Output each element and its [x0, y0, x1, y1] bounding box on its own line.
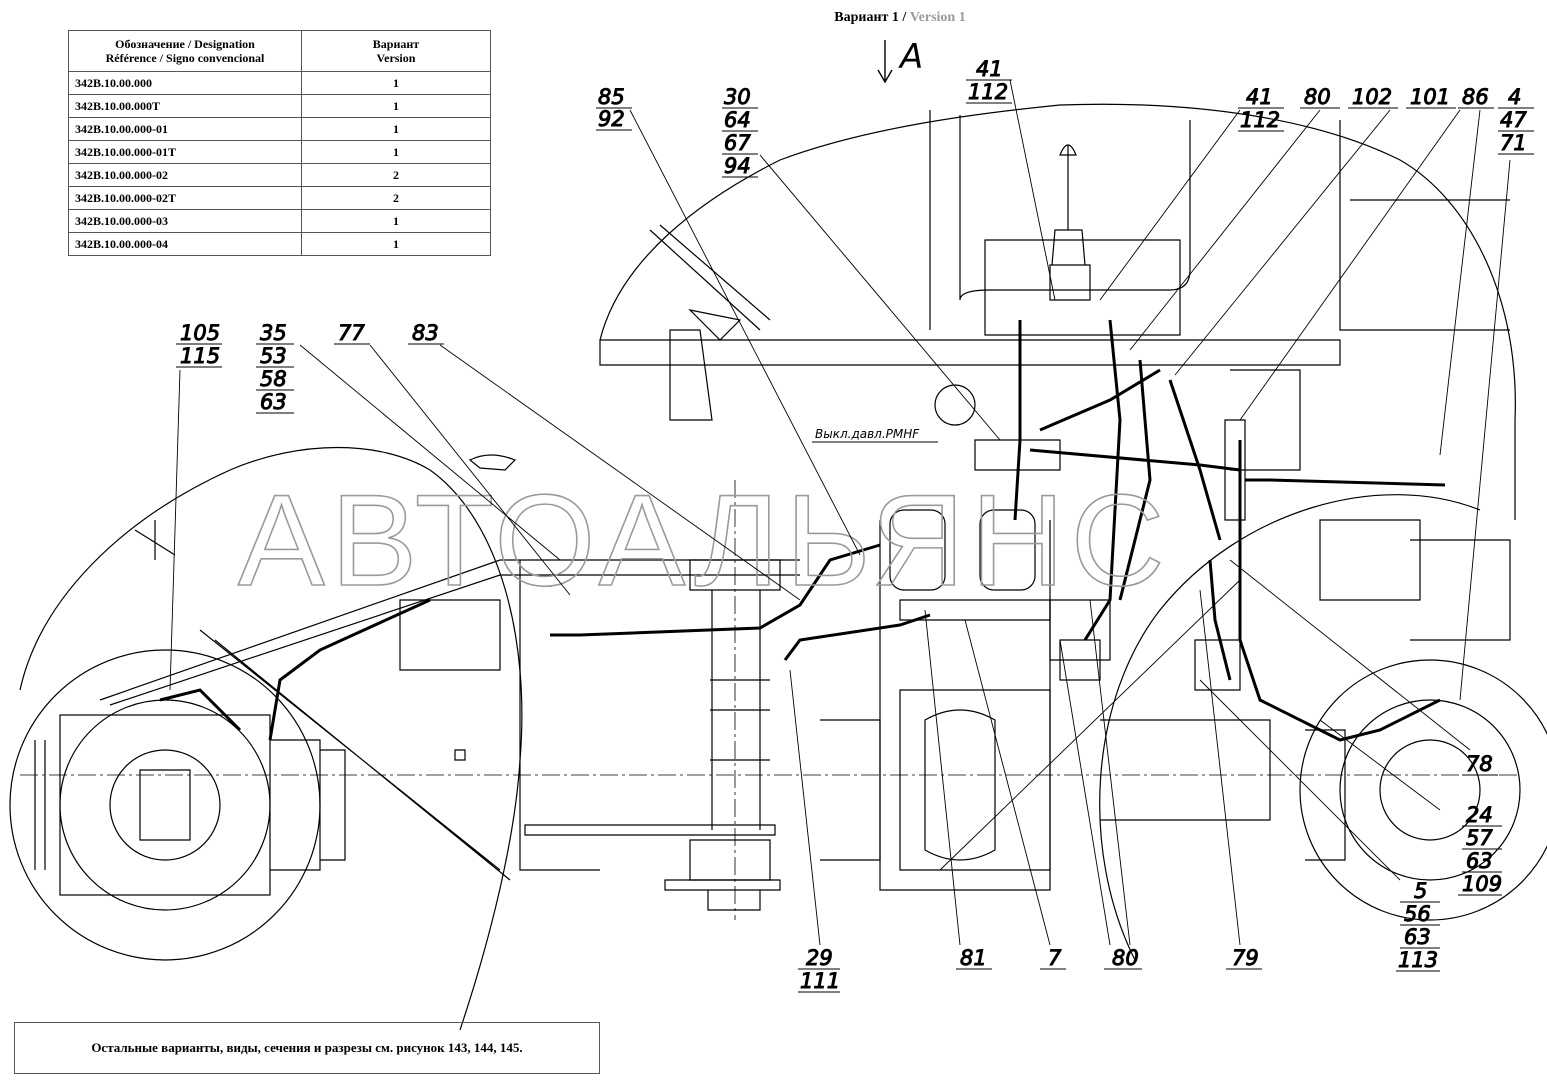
svg-text:67: 67 — [724, 131, 751, 155]
svg-text:63: 63 — [260, 390, 287, 414]
svg-text:57: 57 — [1466, 826, 1493, 850]
callout-102: 102 — [1352, 85, 1392, 109]
svg-text:111: 111 — [800, 969, 840, 993]
svg-text:63: 63 — [1404, 925, 1431, 949]
svg-text:94: 94 — [724, 154, 751, 178]
callout-24-57-63-109: 24 57 63 109 — [1458, 803, 1503, 897]
svg-text:5: 5 — [1414, 879, 1427, 903]
table-header-row: Обозначение / Designation Référence / Si… — [68, 30, 491, 72]
view-marker-a: A — [898, 37, 923, 77]
svg-text:63: 63 — [1466, 849, 1493, 873]
svg-text:109: 109 — [1462, 872, 1502, 896]
svg-text:92: 92 — [598, 107, 625, 131]
leader-lines — [169, 79, 1511, 946]
callout-79: 79 — [1232, 946, 1259, 970]
title-ru: Вариант 1 / — [834, 10, 907, 25]
callout-5-56-63-113: 5 56 63 113 — [1396, 879, 1440, 973]
callout-83: 83 — [412, 321, 439, 345]
designation-table: Обозначение / Designation Référence / Si… — [68, 30, 491, 256]
svg-text:64: 64 — [724, 108, 751, 132]
callout-30-64-67-94: 30 64 67 94 — [722, 85, 758, 179]
svg-text:58: 58 — [260, 367, 287, 391]
svg-text:35: 35 — [260, 321, 287, 345]
callout-80-top: 80 — [1304, 85, 1331, 109]
title-en: Version 1 — [909, 10, 966, 25]
svg-text:41: 41 — [976, 57, 1003, 81]
callout-78: 78 — [1466, 752, 1493, 776]
header-designation: Обозначение / Designation Référence / Si… — [68, 30, 302, 72]
drawing-linework — [9, 40, 1547, 1031]
callout-80-bottom: 80 — [1112, 946, 1139, 970]
svg-text:4: 4 — [1508, 85, 1521, 109]
callout-81: 81 — [960, 946, 987, 970]
svg-text:56: 56 — [1404, 902, 1431, 926]
svg-text:105: 105 — [180, 321, 220, 345]
svg-text:30: 30 — [724, 85, 751, 109]
svg-text:115: 115 — [180, 344, 220, 368]
callout-4-47-71: 4 47 71 — [1498, 85, 1534, 156]
callout-35-53-58-63: 35 53 58 63 — [256, 321, 294, 415]
svg-text:47: 47 — [1500, 108, 1527, 132]
drawing-title: Вариант 1 / Version 1 — [760, 10, 1040, 26]
callout-77: 77 — [338, 321, 365, 345]
svg-text:112: 112 — [968, 80, 1008, 104]
callout-7: 7 — [1048, 946, 1062, 970]
svg-text:112: 112 — [1240, 108, 1280, 132]
callout-86: 86 — [1462, 85, 1489, 109]
pressure-switch-annotation: Выкл.давл.РМНF — [815, 427, 920, 441]
watermark-text: АВТОАЛЬЯНС — [238, 467, 1171, 613]
callouts: 85 92 30 64 67 94 41 112 41 112 — [176, 57, 1534, 994]
callout-29-111: 29 111 — [798, 946, 841, 994]
header-version: Вариант Version — [301, 30, 491, 72]
callout-41-112-b: 41 112 — [1238, 85, 1284, 133]
svg-text:85: 85 — [598, 85, 625, 109]
svg-text:29: 29 — [806, 946, 833, 970]
svg-text:71: 71 — [1500, 131, 1527, 155]
svg-text:113: 113 — [1398, 948, 1438, 972]
footnote-text: Остальные варианты, виды, сечения и разр… — [91, 1040, 523, 1055]
callout-105-115: 105 115 — [176, 321, 222, 369]
callout-41-112-a: 41 112 — [966, 57, 1012, 105]
svg-text:41: 41 — [1246, 85, 1273, 109]
footnote-box: Остальные варианты, виды, сечения и разр… — [14, 1022, 600, 1074]
svg-text:53: 53 — [260, 344, 287, 368]
callout-101: 101 — [1410, 85, 1450, 109]
svg-text:24: 24 — [1466, 803, 1493, 827]
callout-85-92: 85 92 — [596, 85, 632, 132]
